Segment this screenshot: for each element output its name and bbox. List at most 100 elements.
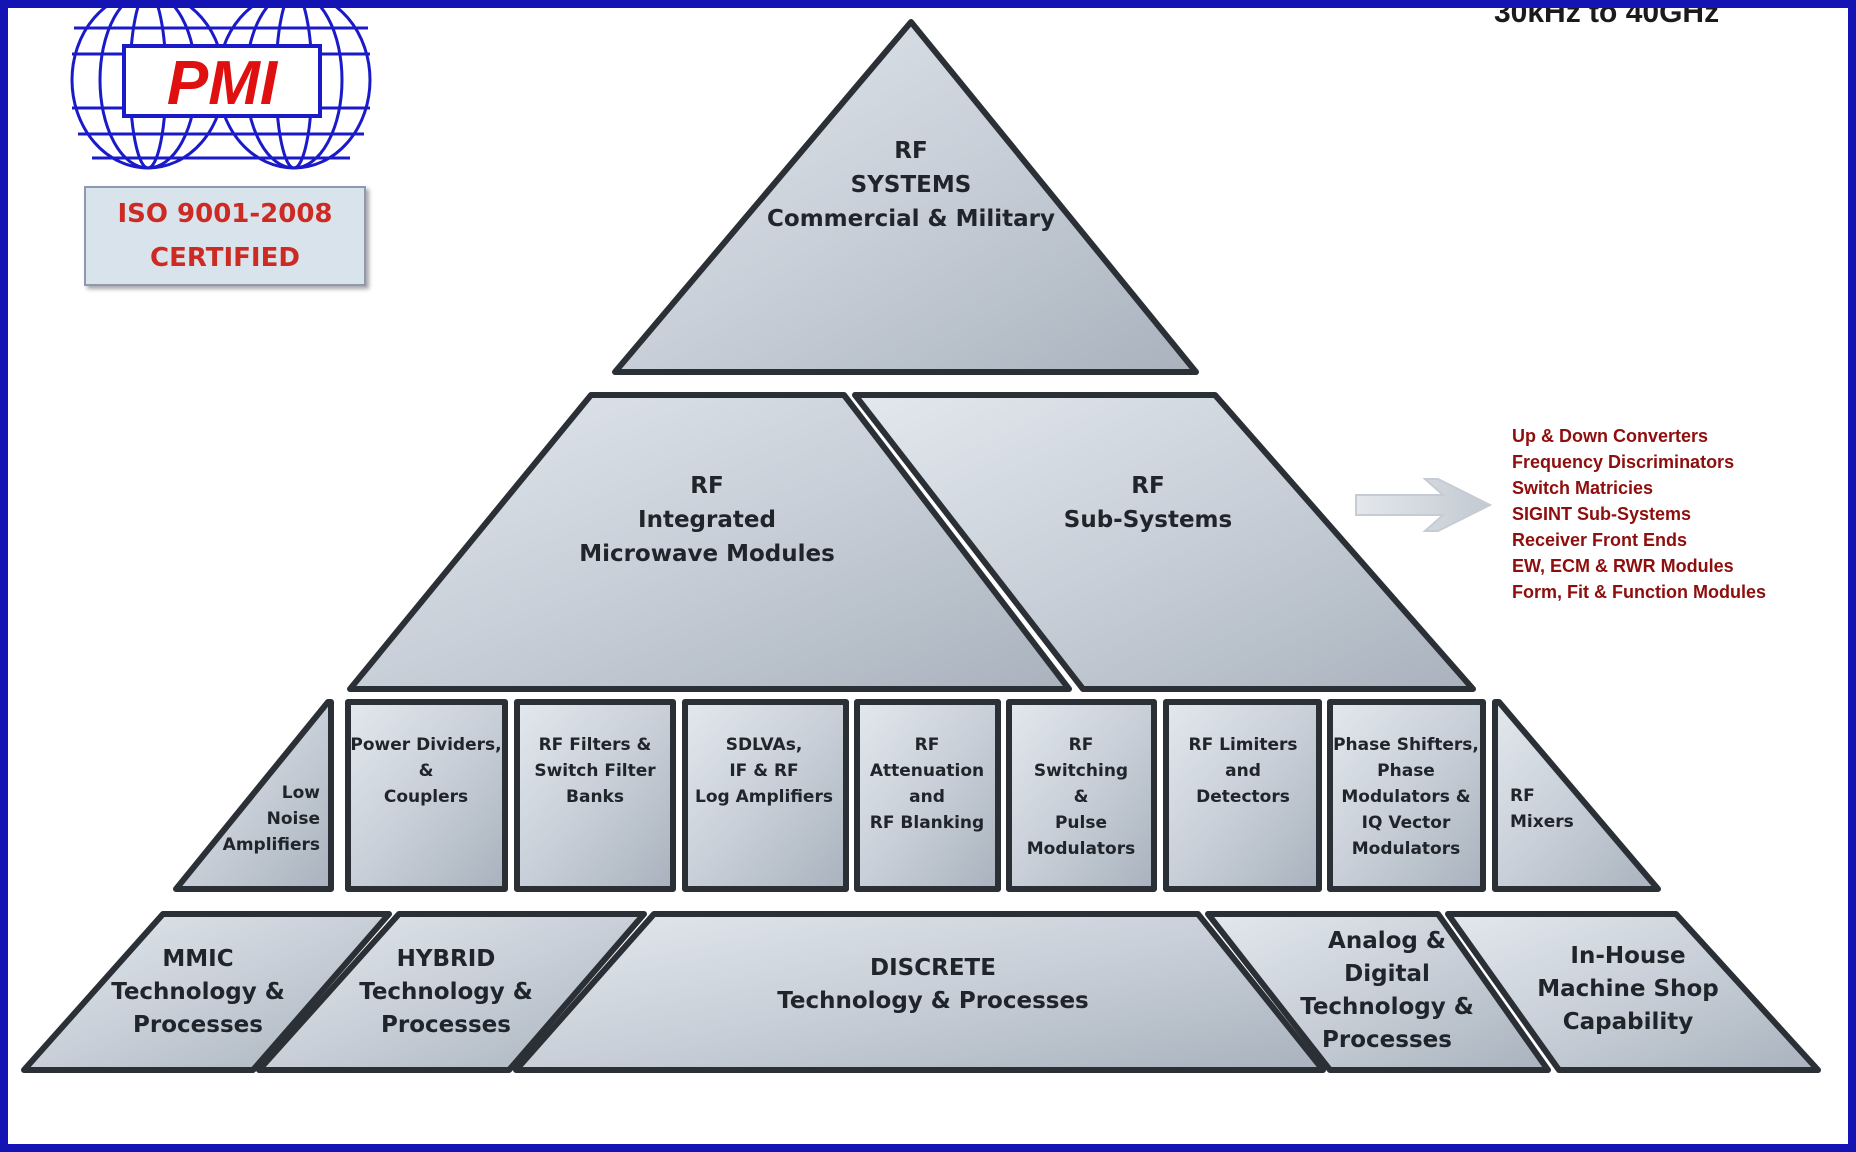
segment-shape: [1163, 699, 1322, 892]
segment-shape: [1006, 699, 1157, 892]
iso-standard: ISO 9001-2008: [117, 199, 333, 229]
segment-label-line: RF: [915, 735, 940, 755]
segment-label-line: Phase: [1377, 761, 1435, 781]
segment-label-line: Machine Shop: [1537, 976, 1718, 1002]
segment-label-line: RF: [1510, 786, 1535, 806]
segment-label-line: Modulators: [1352, 839, 1460, 859]
right-arrow-icon: [1355, 478, 1493, 532]
segment-label-line: DISCRETE: [870, 955, 996, 981]
segment-label-line: Modulators &: [1341, 787, 1470, 807]
segment-shape: [854, 699, 1001, 892]
segment-shape: [852, 392, 1476, 692]
segment-shape: [1205, 911, 1551, 1073]
segment-shape: [514, 699, 676, 892]
segment-label-line: Log Amplifiers: [695, 787, 833, 807]
iso-certified: CERTIFIED: [150, 243, 300, 273]
segment-rf-sub-systems: RF Sub-Systems: [852, 392, 1476, 692]
segment-mmic-technology: MMIC Technology & Processes: [21, 911, 392, 1073]
segment-rf-attenuation-blanking: RF Attenuation and RF Blanking: [854, 699, 1001, 892]
segment-rf-mixers: RF Mixers: [1492, 699, 1661, 892]
segment-label-line: Switching: [1034, 761, 1128, 781]
segment-label-line: Digital: [1344, 961, 1430, 987]
segment-shape: [612, 19, 1199, 375]
segment-label-line: IF & RF: [729, 761, 798, 781]
segment-label-line: Processes: [1322, 1027, 1452, 1053]
segment-label-line: Attenuation: [870, 761, 984, 781]
frequency-range-heading: 30kHz to 40GHz: [1494, 8, 1719, 29]
segment-label-line: Banks: [566, 787, 624, 807]
segment-shape: [682, 699, 849, 892]
segment-label-line: SDLVAs,: [726, 735, 803, 755]
segment-label-line: and: [1225, 761, 1261, 781]
segment-label-line: Technology &: [1300, 994, 1474, 1020]
segment-label-line: Microwave Modules: [579, 541, 835, 567]
segment-label-line: RF Limiters: [1189, 735, 1298, 755]
segment-label-line: Power Dividers,: [350, 735, 501, 755]
subsystem-item: Switch Matricies: [1512, 478, 1653, 498]
segment-rf-systems: RF SYSTEMS Commercial & Military: [612, 19, 1199, 375]
segment-label-line: Commercial & Military: [767, 206, 1055, 232]
segment-label-line: &: [1074, 787, 1089, 807]
segment-label-line: Capability: [1563, 1009, 1694, 1035]
subsystem-item: Up & Down Converters: [1512, 426, 1708, 446]
segment-label-line: Pulse: [1055, 813, 1107, 833]
segment-label-line: RF Blanking: [870, 813, 984, 833]
segment-label-line: Low: [282, 783, 321, 803]
segment-shape: [513, 911, 1326, 1073]
segment-shape: [1492, 699, 1661, 892]
segment-label-line: Noise: [267, 809, 320, 829]
segment-hybrid-technology: HYBRID Technology & Processes: [256, 911, 647, 1073]
segment-label-line: Integrated: [638, 507, 776, 533]
segment-label-line: RF: [1131, 473, 1164, 499]
segment-label-line: Processes: [133, 1012, 263, 1038]
subsystem-item: SIGINT Sub-Systems: [1512, 504, 1691, 524]
segment-label-line: In-House: [1570, 943, 1685, 969]
segment-sdlvas-log-amplifiers: SDLVAs, IF & RF Log Amplifiers: [682, 699, 849, 892]
segment-label-line: RF Filters &: [539, 735, 652, 755]
segment-label-line: HYBRID: [397, 946, 496, 972]
segment-label-line: Processes: [381, 1012, 511, 1038]
logo-text: PMI: [167, 49, 279, 118]
segment-label-line: SYSTEMS: [851, 172, 972, 198]
segment-label-line: Technology &: [111, 979, 285, 1005]
subsystem-item: Frequency Discriminators: [1512, 452, 1734, 472]
segment-label-line: MMIC: [162, 946, 233, 972]
segment-label-line: RF: [1069, 735, 1094, 755]
segment-label-line: RF: [894, 138, 927, 164]
subsystem-item: EW, ECM & RWR Modules: [1512, 556, 1734, 576]
segment-label-line: IQ Vector: [1362, 813, 1451, 833]
segment-label-line: Modulators: [1027, 839, 1135, 859]
segment-label-line: Technology &: [359, 979, 533, 1005]
subsystem-item: Receiver Front Ends: [1512, 530, 1687, 550]
segment-label-line: Mixers: [1510, 812, 1574, 832]
segment-shape: [173, 699, 334, 892]
segment-shape: [21, 911, 392, 1073]
segment-label-line: Phase Shifters,: [1333, 735, 1479, 755]
segment-shape: [1445, 911, 1821, 1073]
segment-label-line: &: [419, 761, 434, 781]
segment-label-line: Amplifiers: [223, 835, 320, 855]
segment-label-line: and: [909, 787, 945, 807]
segment-shape: [1327, 699, 1486, 892]
subsystem-item: Form, Fit & Function Modules: [1512, 582, 1766, 602]
segment-label-line: Detectors: [1196, 787, 1290, 807]
pmi-logo: PMI: [70, 8, 372, 170]
segment-label-line: Sub-Systems: [1064, 507, 1232, 533]
segment-label-line: Couplers: [384, 787, 468, 807]
segment-shape: [345, 699, 508, 892]
segment-power-dividers-couplers: Power Dividers, & Couplers: [345, 699, 508, 892]
segment-label-line: RF: [690, 473, 723, 499]
